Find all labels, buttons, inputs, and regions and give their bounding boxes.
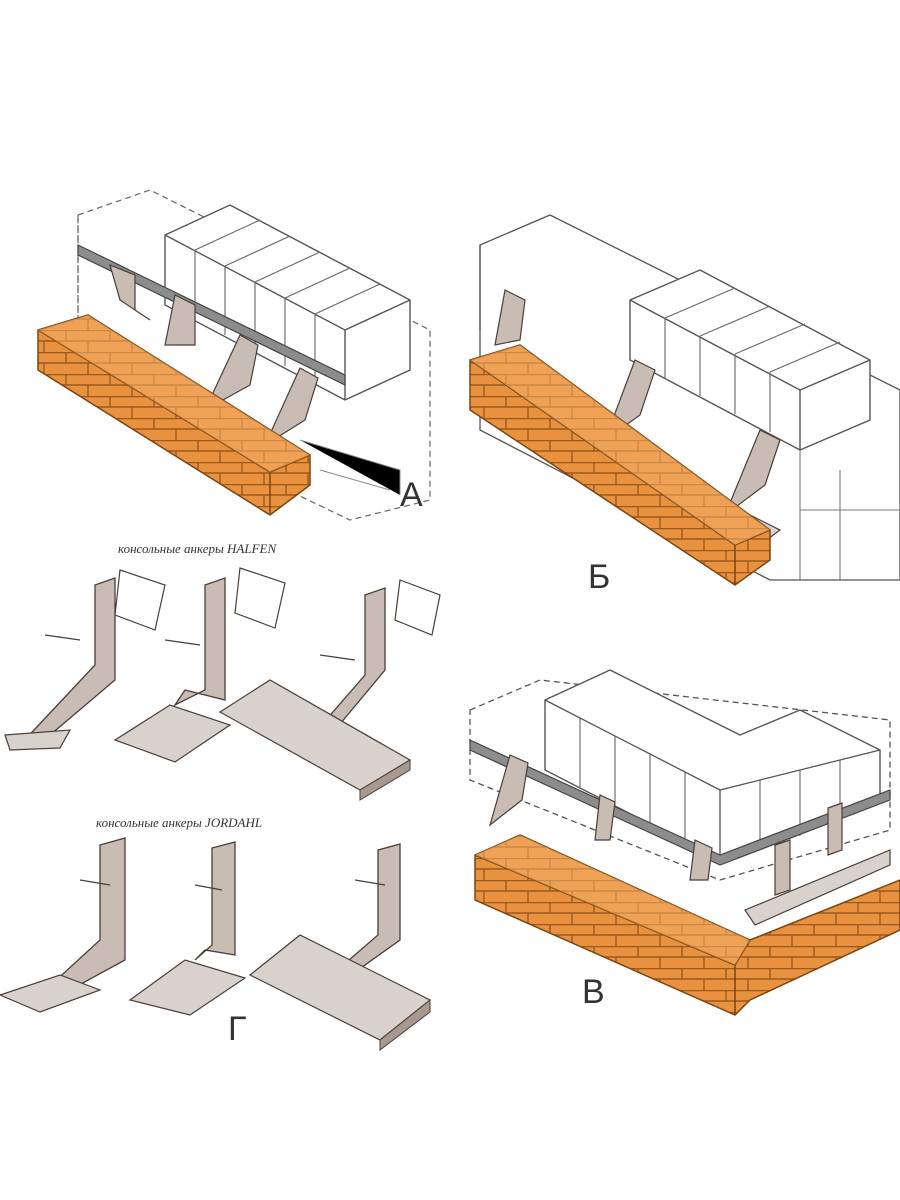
- label-a: А: [400, 476, 423, 514]
- panel-a: [37, 189, 431, 521]
- halfen-anchor-3: [218, 579, 441, 801]
- label-v: В: [582, 973, 605, 1011]
- mounting-rail-a: [77, 244, 346, 386]
- jordahl-anchors: [0, 837, 432, 1052]
- concrete-blocks-a: [164, 204, 411, 401]
- mounting-rail-v: [469, 739, 891, 866]
- concrete-blocks-b: [629, 269, 900, 580]
- jordahl-anchor-1: [0, 837, 126, 1013]
- halfen-anchor-2: [113, 567, 286, 763]
- caption-halfen: консольные анкеры HALFEN: [118, 541, 277, 556]
- angle-bar-v: [744, 849, 891, 926]
- label-b: Б: [588, 558, 611, 596]
- halfen-anchor-1: [4, 569, 166, 751]
- console-anchors-v: [488, 754, 843, 896]
- wall-b: [479, 214, 900, 581]
- console-anchors-a: [109, 263, 319, 447]
- panel-v: [469, 669, 900, 1016]
- brick-row-b: [469, 344, 771, 586]
- panel-b: [469, 214, 900, 586]
- halfen-anchors: [4, 567, 441, 801]
- caption-jordahl: консольные анкеры JORDAHL: [96, 815, 263, 830]
- brick-row-a: [37, 314, 311, 516]
- jordahl-anchor-2: [128, 841, 247, 1016]
- label-g: Г: [228, 1010, 247, 1048]
- brick-corner-v: [474, 834, 900, 1016]
- jordahl-anchor-3: [248, 843, 432, 1052]
